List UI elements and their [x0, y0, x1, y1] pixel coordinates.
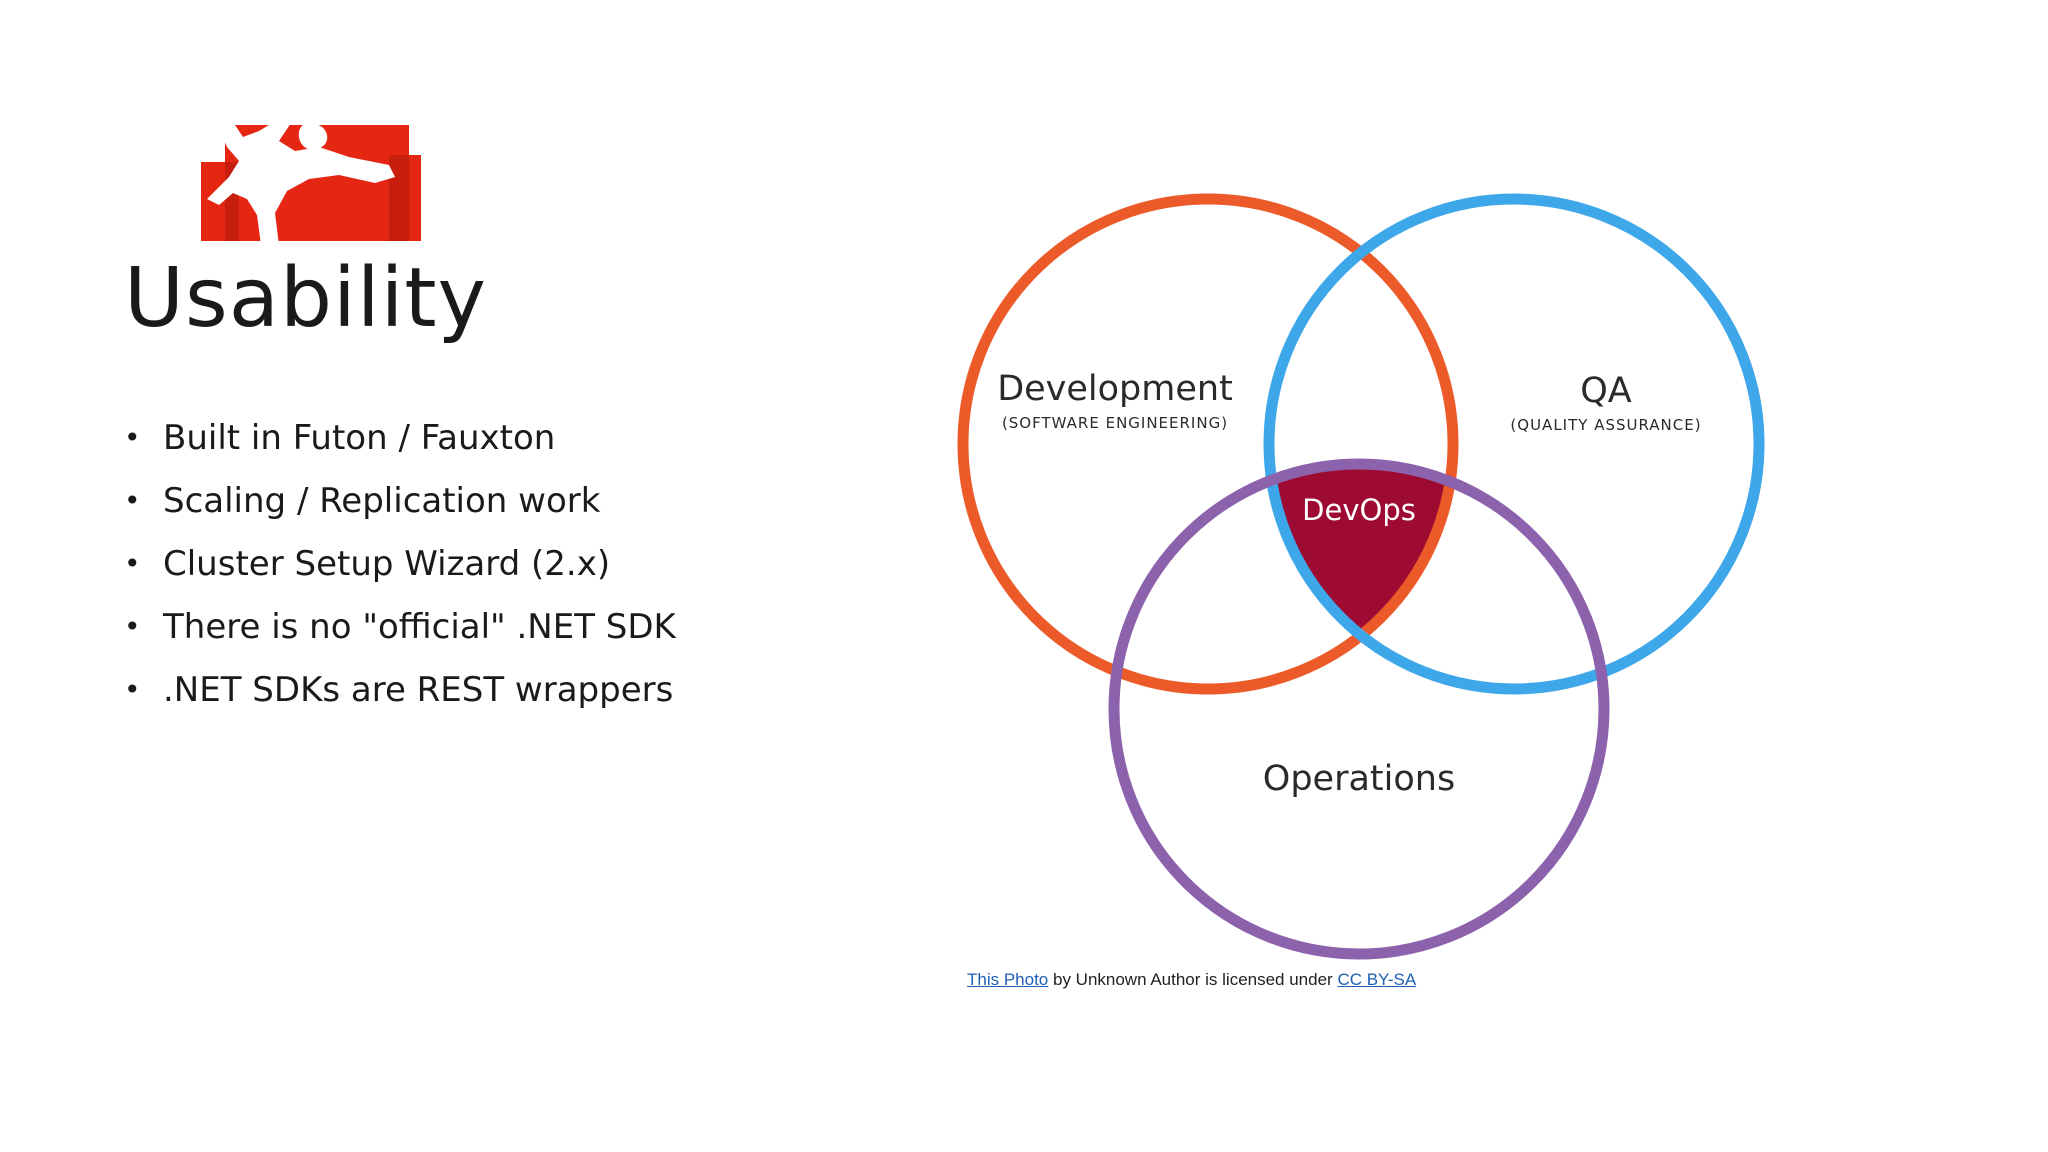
relaxing-figure — [207, 119, 395, 245]
operations-circle — [1108, 458, 1610, 960]
bullet-text: There is no "official" .NET SDK — [163, 607, 676, 647]
bullet-dot: • — [124, 547, 141, 580]
qa-circle — [1263, 193, 1765, 695]
bullet-dot: • — [124, 421, 141, 454]
bullet-item: • .NET SDKs are REST wrappers — [124, 662, 676, 725]
bullet-text: Built in Futon / Fauxton — [163, 418, 556, 458]
slide-title: Usability — [124, 251, 488, 346]
devops-venn-diagram: Development (SOFTWARE ENGINEERING) QA (Q… — [957, 193, 1765, 960]
image-credit: This Photo by Unknown Author is licensed… — [967, 970, 1416, 990]
bullet-item: • Scaling / Replication work — [124, 473, 676, 536]
couch-shade — [225, 155, 409, 241]
bullet-item: • Built in Futon / Fauxton — [124, 410, 676, 473]
this-photo-link[interactable]: This Photo — [967, 970, 1049, 989]
qa-sublabel: (QUALITY ASSURANCE) — [1510, 416, 1701, 434]
bullet-text: .NET SDKs are REST wrappers — [163, 670, 674, 710]
bullet-item: • Cluster Setup Wizard (2.x) — [124, 536, 676, 599]
development-label: Development — [997, 369, 1233, 409]
bullet-item: • There is no "official" .NET SDK — [124, 599, 676, 662]
operations-label: Operations — [1263, 759, 1455, 799]
credit-text: by Unknown Author is licensed under — [1048, 970, 1338, 989]
bullet-dot: • — [124, 610, 141, 643]
qa-label: QA — [1580, 371, 1632, 411]
couchdb-logo-icon — [201, 119, 421, 245]
bullet-text: Scaling / Replication work — [163, 481, 601, 521]
bullet-dot: • — [124, 673, 141, 706]
bullet-text: Cluster Setup Wizard (2.x) — [163, 544, 611, 584]
bullet-list: • Built in Futon / Fauxton • Scaling / Rep… — [124, 410, 676, 725]
development-sublabel: (SOFTWARE ENGINEERING) — [1002, 414, 1228, 432]
bullet-dot: • — [124, 484, 141, 517]
development-circle — [957, 193, 1459, 695]
license-link[interactable]: CC BY-SA — [1337, 970, 1417, 989]
devops-label: DevOps — [1302, 493, 1416, 527]
